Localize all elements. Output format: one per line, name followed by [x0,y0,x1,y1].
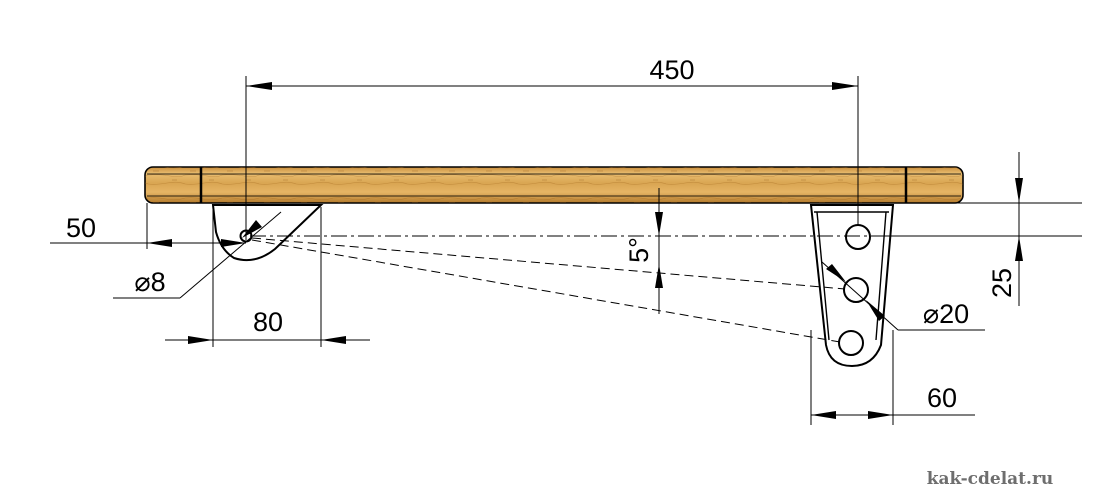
dim-label-450: 450 [649,55,694,85]
middle-adjust-hole [843,277,869,303]
lower-adjust-hole [838,330,864,356]
watermark-text: kak-cdelat.ru [927,469,1054,489]
wooden-plank [144,166,964,204]
dim-label-diameter-20: ⌀20 [923,299,969,329]
dimension-diameter-20: ⌀20 [821,261,985,331]
dim-label-diameter-8: ⌀8 [134,267,165,297]
dim-label-80: 80 [253,307,283,337]
dim-label-angle-5: 5° [624,237,654,263]
left-bracket [211,204,324,262]
dim-label-60: 60 [927,383,957,413]
dimension-80: 80 [165,207,370,347]
dimension-diameter-8: ⌀8 [113,211,282,299]
dim-label-50: 50 [66,213,96,243]
upper-adjust-hole [845,224,871,250]
dimension-450: 450 [245,55,859,240]
dim-label-25: 25 [987,268,1017,298]
dimension-25: 25 [872,152,1082,306]
dimension-angle-5: 5° [624,188,663,314]
right-bracket [809,204,895,368]
dimension-60: 60 [810,330,975,425]
construction-lines [250,235,1023,343]
dimension-50: 50 [50,203,246,249]
